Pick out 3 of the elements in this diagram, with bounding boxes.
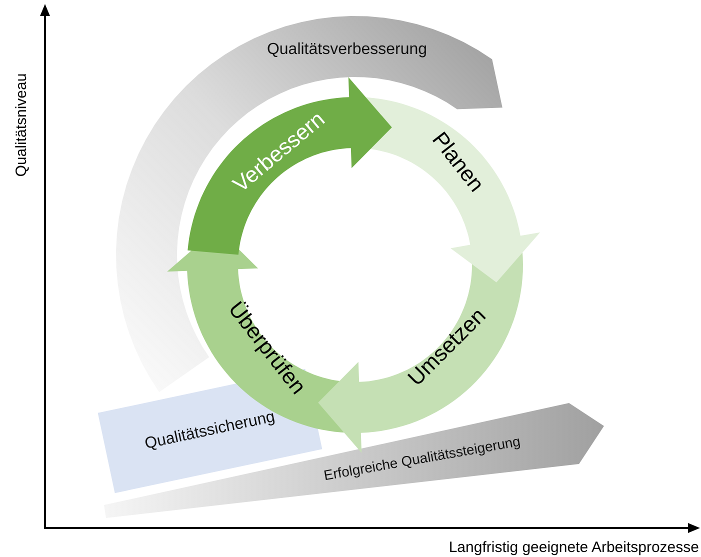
axis-label: Qualitätsniveau — [12, 73, 31, 177]
axis-label: Langfristig geeignete Arbeitsprozesse — [448, 538, 699, 557]
arrow-label: Qualitätsverbesserung — [266, 42, 428, 58]
